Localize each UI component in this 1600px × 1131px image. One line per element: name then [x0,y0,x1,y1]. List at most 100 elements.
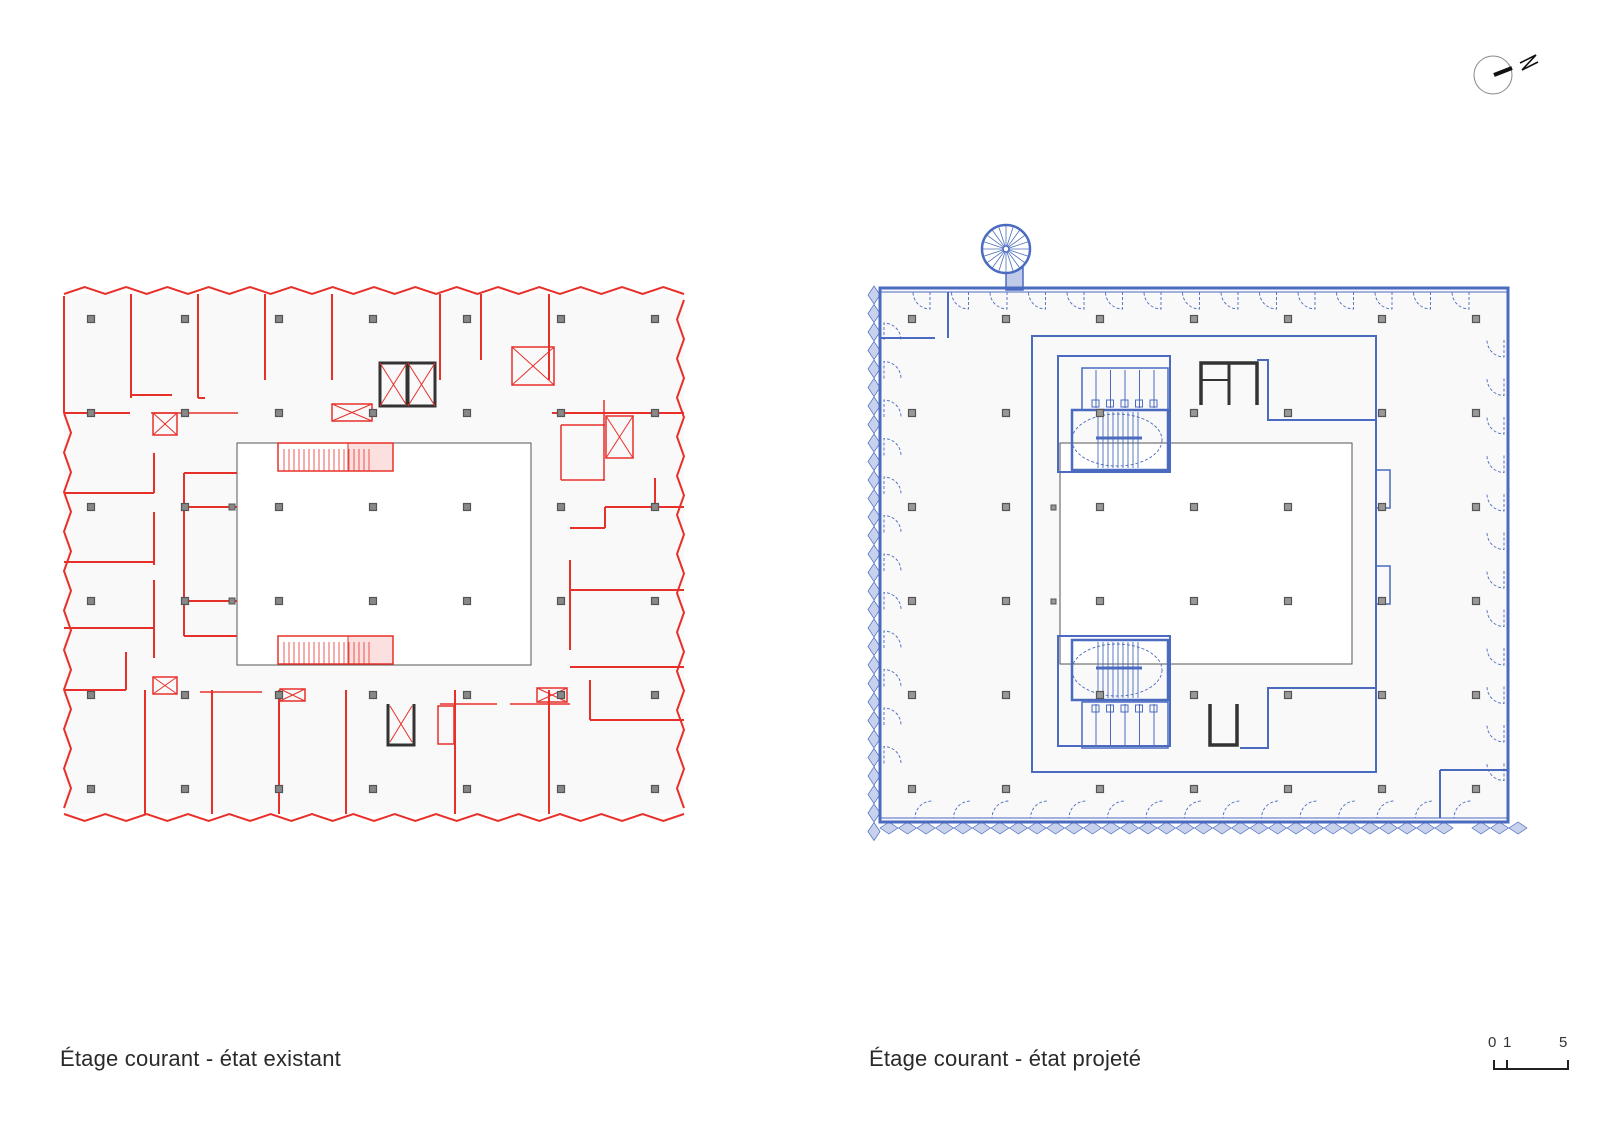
door-swing [1486,570,1505,589]
column [1283,784,1293,794]
door-swing [1415,800,1433,819]
column [1471,690,1481,700]
door-swing [1299,800,1318,819]
column [556,596,566,606]
shaft [605,415,634,459]
door-swing [991,800,1010,819]
column [274,502,284,512]
facade-panel [1045,821,1066,835]
plan-existing [62,285,686,823]
facade-panel [1360,821,1380,835]
column [1471,502,1481,512]
facade-panel [867,618,881,638]
column [86,502,96,512]
column [1189,596,1199,606]
door-swing [1486,455,1505,473]
column [556,314,566,324]
door-swing [883,630,902,649]
spiral-tread [987,235,1004,248]
facade-panel [1415,821,1436,835]
scale-label-5: 5 [1559,1034,1568,1051]
door-swing [1486,763,1505,781]
door-swing [1338,800,1356,819]
column [1095,784,1105,794]
column [462,314,472,324]
column [274,596,284,606]
shaft-cross [511,346,555,386]
wc-fixture [1091,704,1100,713]
facade-panel [867,322,881,342]
column [368,314,378,324]
shaft-cross [407,362,436,407]
facade-panel [953,821,973,835]
stair-landing-hatched [347,635,394,665]
wc-fixture [1120,399,1129,408]
column [1283,690,1293,700]
facade-panel [867,562,881,583]
column [1283,596,1293,606]
facade-panel [1304,821,1325,835]
spiral-tread [1007,230,1020,247]
column [86,596,96,606]
column [1377,502,1387,512]
column [650,596,660,606]
facade-left [62,412,73,809]
staircase [1070,638,1170,702]
column [1377,596,1387,606]
facade-panel [1489,821,1510,835]
column [1283,314,1293,324]
facade-panel [867,581,881,601]
facade-panel [867,303,881,324]
column [180,784,190,794]
column [86,408,96,418]
facade-panel [879,821,899,835]
sanitary-core [1057,355,1171,473]
door-swing [1143,291,1162,310]
shaft-cross [152,412,178,436]
door-swing [1486,378,1505,396]
facade-panel [1193,821,1214,835]
column [180,314,190,324]
facade-panel [1101,821,1121,835]
facade-panel [867,451,881,472]
column [1471,408,1481,418]
facade-panel [867,544,881,564]
spiral-tread [1006,251,1014,271]
column [556,408,566,418]
north-arrow-icon [1473,54,1539,95]
door-swing [1261,800,1279,819]
door-swing [1486,724,1505,743]
door-swing [1486,532,1505,550]
column [1189,502,1199,512]
toilets [1081,701,1169,749]
column [86,690,96,700]
column [1471,596,1481,606]
facade-panel [1175,821,1195,835]
door-swing [1486,416,1505,435]
column [907,690,917,700]
wc-fixture [1135,704,1143,713]
scale-label-0: 0 [1488,1034,1497,1051]
door-swing [1486,609,1505,627]
column [462,408,472,418]
column [180,596,190,606]
wc-fixture [1091,399,1100,408]
spiral-tread [1008,235,1025,248]
column [650,502,660,512]
facade-panel [1397,821,1417,835]
shaft-cross [536,687,568,703]
column [368,690,378,700]
facade-panel [867,470,881,490]
facade-panel [1027,821,1047,835]
door-swing [1451,291,1470,310]
door-swing [1105,291,1123,310]
door-swing [883,592,902,610]
facade-panel [867,803,881,823]
facade-panel [1341,821,1362,835]
spiral-newel [1002,245,1010,253]
wall [389,705,413,743]
facade-panel [971,821,992,835]
column [907,314,917,324]
shaft [152,676,178,695]
